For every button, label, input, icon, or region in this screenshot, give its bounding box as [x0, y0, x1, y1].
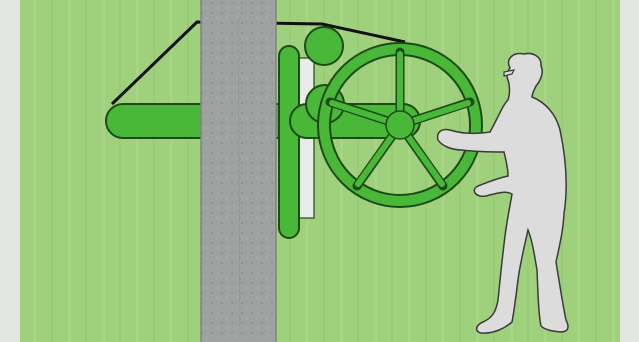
pole-clamp: [278, 45, 300, 239]
operator-cap-icon: [503, 69, 516, 77]
operator-silhouette-icon: [436, 52, 569, 334]
upper-drum: [304, 26, 344, 66]
handwheel-icon: [317, 42, 483, 208]
